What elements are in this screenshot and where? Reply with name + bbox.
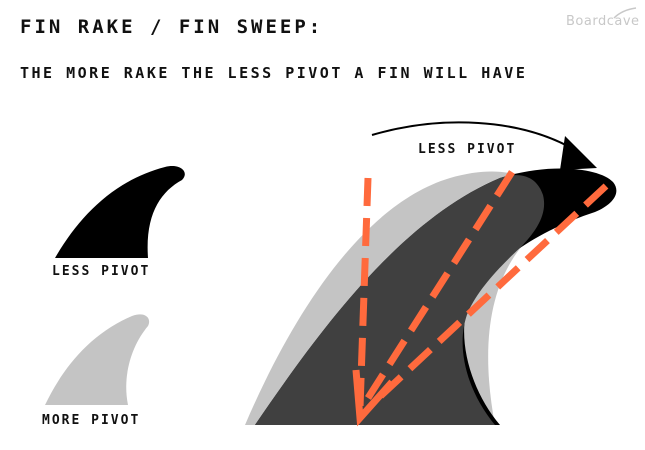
small-fin-less-pivot xyxy=(55,166,185,258)
high-rake-line xyxy=(369,183,609,407)
curved-arrow xyxy=(371,121,576,151)
label-less-pivot-large: LESS PIVOT xyxy=(418,142,517,157)
medium-rake-line xyxy=(365,170,515,400)
large-fin-overlap xyxy=(255,175,545,425)
page-subtitle: THE MORE RAKE THE LESS PIVOT A FIN WILL … xyxy=(20,64,528,82)
label-more-pivot-small: MORE PIVOT xyxy=(42,413,141,428)
small-fin-more-pivot xyxy=(45,314,150,405)
curved-arrowhead-icon xyxy=(560,136,597,170)
logo-swoosh-icon xyxy=(613,7,637,19)
arrowhead xyxy=(352,369,395,427)
boardcave-logo: Boardcave xyxy=(566,14,640,29)
pivot-angle-arrows xyxy=(356,170,609,409)
page-title: FIN RAKE / FIN SWEEP: xyxy=(20,16,324,38)
label-less-pivot-small: LESS PIVOT xyxy=(52,264,151,279)
